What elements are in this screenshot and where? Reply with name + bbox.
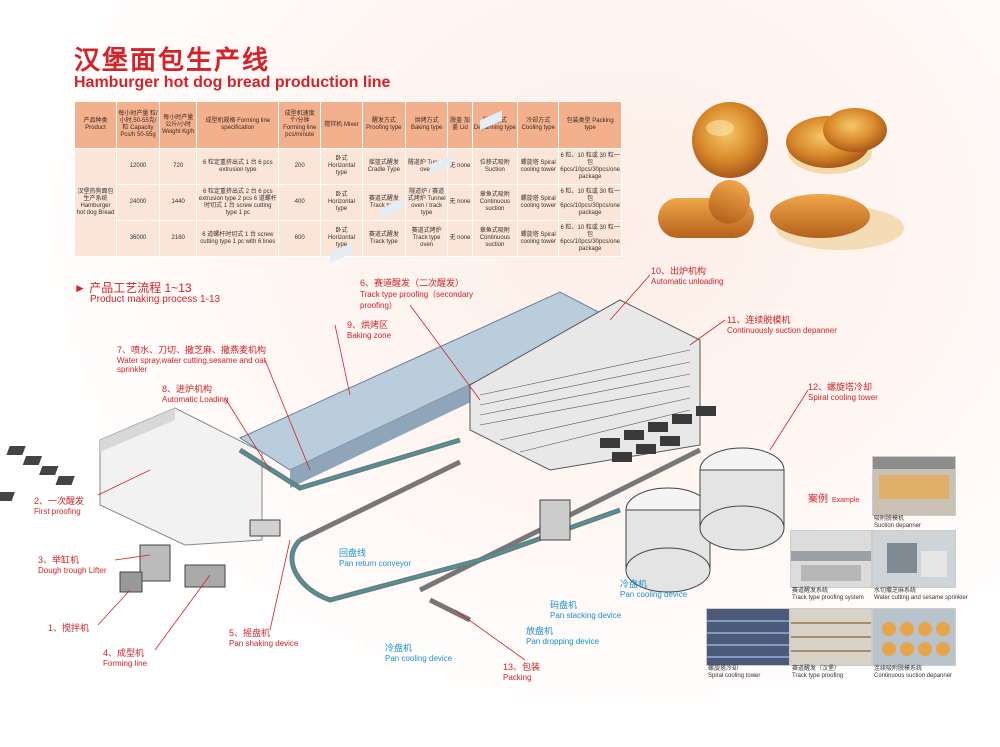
table-cell: 2160 <box>159 220 198 257</box>
proofing-chamber <box>0 407 263 546</box>
table-cell: 400 <box>278 184 322 221</box>
label-pan-shaking: 5、摇盘机 Pan shaking device <box>229 628 299 648</box>
label-automatic-loading: 8、进炉机构 Automatic Loading <box>162 384 229 404</box>
photo-continuous-suction-depanner <box>872 608 956 666</box>
table-cell: 章鱼式吸附 Continuous suction <box>471 220 519 257</box>
label-first-proofing: 2、一次醒发 First proofing <box>34 496 85 516</box>
spec-header: 脱模方式 Depanning type <box>471 101 519 149</box>
label-spiral-cooling: 12、螺旋塔冷却 Spiral cooling tower <box>808 382 878 402</box>
sliced-bun-icon <box>770 194 904 250</box>
table-cell: 6 粒、10 粒或 30 粒一包 6pcs/10pcs/30pcs/one pa… <box>558 220 622 257</box>
table-cell: 螺旋塔 Spiral cooling tower <box>517 184 560 221</box>
table-cell: 螺旋塔 Spiral cooling tower <box>517 220 560 257</box>
table-cell: 位移式吸附 Suction <box>471 148 519 185</box>
spec-header: 成型机速度 个/分钟 Forming line pcs/minute <box>278 101 322 149</box>
photo-suction-depanner <box>872 456 956 516</box>
table-row: 36000 2160 6 道螺杆时切式 1 台 screw cutting ty… <box>75 220 622 257</box>
spec-table: 产品种类 Product 每小时产量 粒/小时,50-55克/粒 Capacit… <box>74 101 622 257</box>
label-depanner: 11、连续脱模机 Continuously suction depanner <box>727 315 837 335</box>
label-pan-cooling-1: 冷盘机 Pan cooling device <box>385 643 453 663</box>
page-title-en: Hamburger hot dog bread production line <box>74 74 391 91</box>
bread-products-image <box>658 102 904 250</box>
table-cell: 600 <box>278 220 322 257</box>
table-cell: 章鱼式吸附 Continuous suction <box>471 184 519 221</box>
leader-lines <box>97 274 809 661</box>
track-proofer-tower <box>469 299 701 471</box>
label-dough-lifter: 3、举缸机 Dough trough Lifter <box>38 555 107 575</box>
caption-track-proofing-hamburger: 赛道醒发（汉堡）Track type proofing <box>792 666 844 679</box>
loading-machines <box>119 499 571 593</box>
spec-header: 醒发方式 Proofing type <box>361 101 406 149</box>
table-cell: 1440 <box>159 184 198 221</box>
pan-stacks <box>600 406 716 462</box>
sesame-bun-icon <box>786 108 887 174</box>
bun-round-icon <box>692 102 768 178</box>
label-pan-cooling-2: 冷盘机 Pan cooling device <box>620 579 688 599</box>
table-cell: 6 粒定重挤出式 1 台 6 pcs extrusion type <box>196 148 280 185</box>
product-cell: 汉堡热狗面包生产系统 Hamburger hot dog Bread <box>74 148 117 257</box>
spec-header: 搅拌机 Mixer <box>320 101 363 149</box>
label-packing: 13、包装 Packing <box>503 662 541 682</box>
label-automatic-unloading: 10、出炉机构 Automatic unloading <box>651 266 724 286</box>
photo-spiral-cooling-tower <box>706 608 790 666</box>
label-pan-dropping: 放盘机 Pan dropping device <box>526 626 599 646</box>
label-forming-line: 4、成型机 Forming line <box>103 648 148 668</box>
label-pan-return: 回盘线 Pan return conveyor <box>339 548 412 568</box>
conveyor-accent-lines <box>239 439 621 601</box>
page-title-cn: 汉堡面包生产线 <box>74 45 271 75</box>
table-cell: 6 道螺杆时切式 1 台 screw cutting type 1 pc wit… <box>196 220 280 257</box>
spec-header: 成型机规格 Forming line specification <box>196 101 280 149</box>
table-cell: 隧道炉 Tunnel oven <box>404 148 449 185</box>
spec-header: 每小时产量 公斤/小时 Weight Kg/h <box>159 101 198 149</box>
spec-header: 烘烤方式 Baking type <box>404 101 449 149</box>
table-cell: 摇篮式醒发 Cradle Type <box>361 148 406 185</box>
spiral-cooling-towers <box>625 447 785 593</box>
label-water-spray: 7、喷水、刀切、撒芝麻、撒燕麦机构 Water spray,water cutt… <box>117 345 267 374</box>
table-cell: 无 none <box>447 220 473 257</box>
spec-header: 包装类型 Packing type <box>558 101 622 149</box>
spec-table-header-row: 产品种类 Product 每小时产量 粒/小时,50-55克/粒 Capacit… <box>74 101 622 149</box>
table-cell: 无 none <box>447 184 473 221</box>
table-cell: 赛道式烤炉 Track type oven <box>404 220 449 257</box>
photo-track-proofing-hamburger <box>790 608 872 666</box>
process-subtitle: Product making process 1-13 <box>90 294 221 305</box>
table-cell: 赛道式醒发 Track type <box>361 220 406 257</box>
table-cell: 无 none <box>447 148 473 185</box>
spec-header: 冷却方式 Cooling type <box>517 101 560 149</box>
label-mixer: 1、搅拌机 <box>48 623 90 633</box>
table-cell: 螺旋塔 Spiral cooling tower <box>517 148 560 185</box>
table-cell: 720 <box>159 148 198 185</box>
photo-track-proofing-system <box>790 530 872 588</box>
table-cell: 6 粒、10 粒或 30 粒一包 6pcs/10pcs/30pcs/one pa… <box>558 148 622 185</box>
table-cell: 6 粒、10 粒或 30 粒一包 6pcs/10pcs/30pcs/one pa… <box>558 184 622 221</box>
label-baking-zone: 9、烘烤区 Baking zone <box>347 320 392 340</box>
label-pan-stacking: 码盘机 Pan stacking device <box>550 600 622 620</box>
table-cell: 36000 <box>115 220 161 257</box>
table-cell: 12000 <box>115 148 161 185</box>
photo-water-cutting-sesame <box>872 530 956 588</box>
table-cell: 卧式 Horizontal type <box>320 184 363 221</box>
label-track-proofing: 6、赛道醒发（二次醒发） Track type proofing（seconda… <box>360 278 474 310</box>
spec-header: 每小时产量 粒/小时,50-55克/粒 Capacity Pcs/h 50-55… <box>115 101 161 149</box>
process-title: ► 产品工艺流程 1~13 <box>74 281 192 295</box>
hotdog-bun-icon <box>658 180 754 238</box>
